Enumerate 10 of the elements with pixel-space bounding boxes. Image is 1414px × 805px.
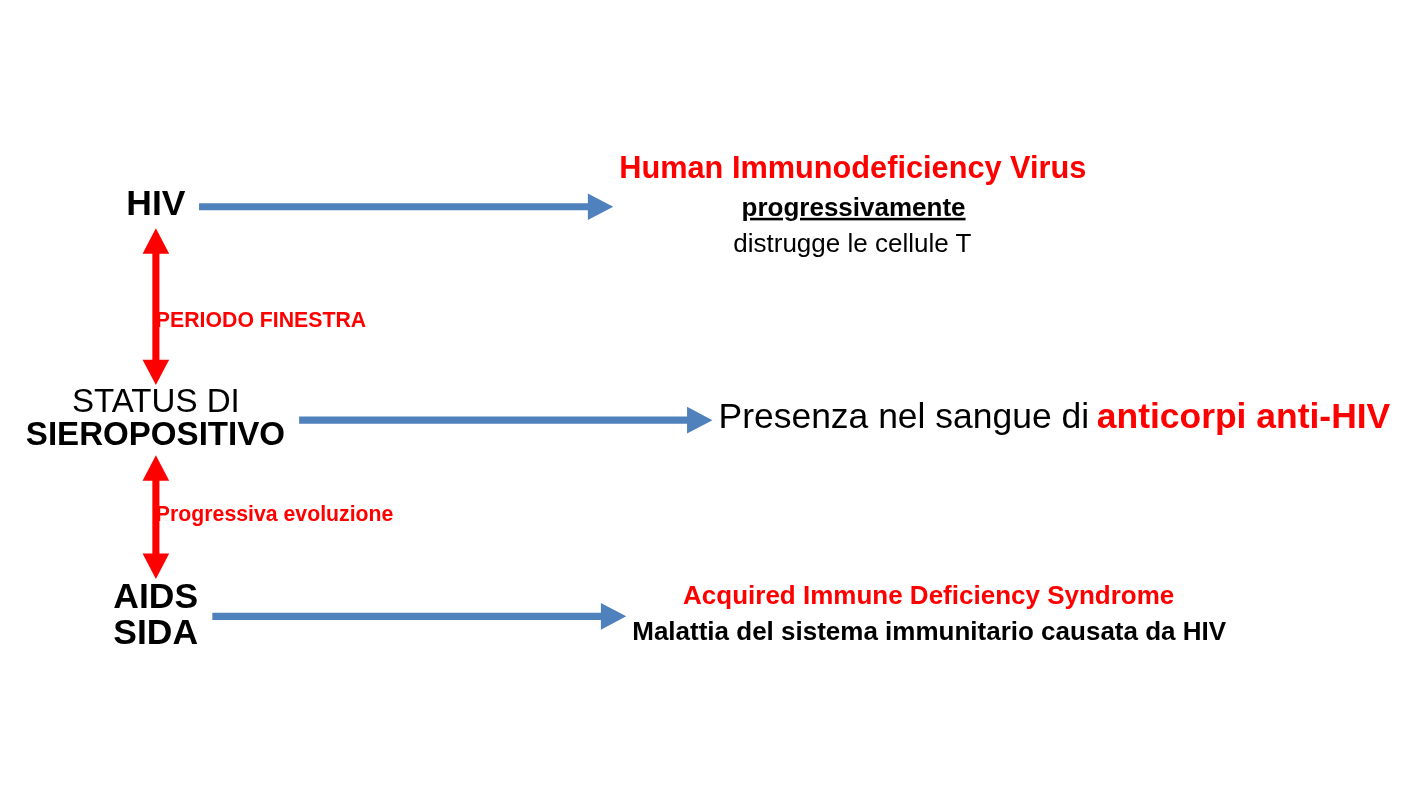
node-text: HIV	[126, 182, 186, 223]
node-text: AIDS SIDA	[113, 575, 199, 652]
node-text: Acquired Immune Deficiency Syndrome Malattia del sistema immunitario causata da HIV	[632, 579, 1227, 646]
node-text: STATUS DI SIEROPOSITIVO	[25, 381, 286, 452]
arrow	[142, 227, 170, 385]
edge-label: PERIODO FINESTRA	[155, 307, 367, 332]
node-text: Presenza nel sangue di anticorpi anti-HIV	[718, 395, 1391, 436]
node-text: Human Immunodeficiency Virus progressivamente distrugge le cellule T	[619, 149, 1087, 258]
arrow	[142, 454, 170, 579]
edge-label: Progressiva evoluzione	[155, 501, 394, 526]
